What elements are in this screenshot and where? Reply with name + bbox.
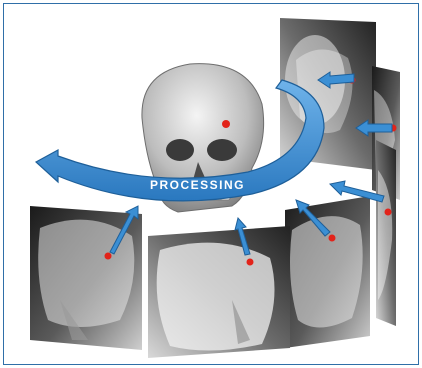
landmark-marker [329, 235, 336, 242]
xray-panel-right-2 [376, 140, 396, 326]
xray-panel-mid-right [285, 196, 370, 348]
landmark-marker [105, 253, 112, 260]
landmark-marker [247, 259, 254, 266]
landmark-marker [222, 120, 230, 128]
xray-panel-center [148, 226, 290, 358]
processing-label: PROCESSING [150, 178, 245, 192]
landmark-marker [385, 209, 392, 216]
